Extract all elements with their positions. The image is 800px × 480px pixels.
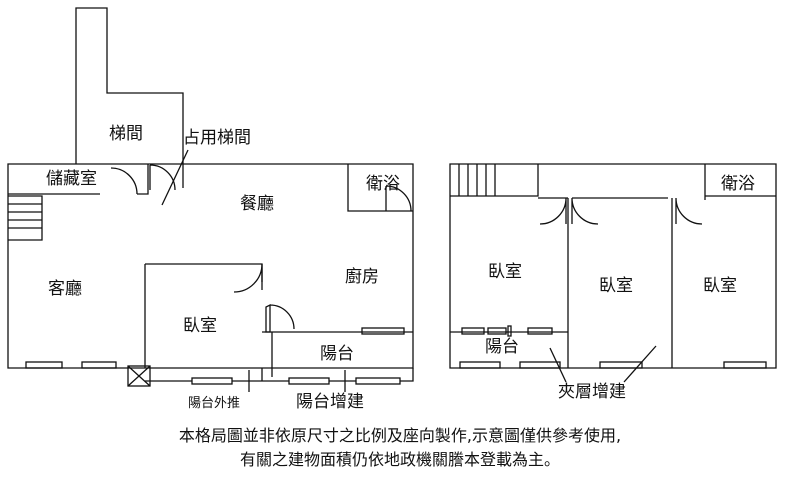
label-bedroom-left: 臥室 bbox=[183, 316, 217, 336]
stair-treads-left bbox=[8, 195, 43, 241]
storage-room-walls bbox=[8, 164, 149, 195]
bedroom-r3-door bbox=[675, 197, 703, 225]
bedroom-r1-partition bbox=[538, 197, 569, 368]
balcony-extension-lines bbox=[144, 362, 414, 382]
label-occupied-stairwell: 占用梯間 bbox=[183, 128, 251, 148]
windows-right bbox=[459, 325, 767, 369]
storage-door bbox=[110, 167, 138, 195]
label-stairwell: 梯間 bbox=[109, 124, 143, 144]
left-unit bbox=[7, 7, 414, 392]
leader-mezzanine-left bbox=[549, 347, 567, 383]
right-outer-walls bbox=[449, 163, 777, 369]
stair-treads-right bbox=[450, 164, 539, 197]
stairwell-walls bbox=[75, 7, 184, 188]
bedroom-left-door bbox=[233, 263, 263, 293]
disclaimer-line-2: 有關之建物面積仍依地政機關謄本登載為主。 bbox=[239, 450, 560, 469]
bath-left-door bbox=[385, 185, 412, 212]
label-bedroom-r3: 臥室 bbox=[703, 276, 737, 296]
bedroom-r1-door bbox=[539, 197, 567, 225]
label-bath-left: 衛浴 bbox=[366, 174, 400, 194]
bedroom-r2-partition bbox=[572, 197, 673, 368]
label-balcony-left: 陽台 bbox=[320, 344, 354, 364]
label-bedroom-r2: 臥室 bbox=[599, 276, 633, 296]
label-bath-right: 衛浴 bbox=[721, 174, 755, 194]
disclaimer-line-1: 本格局圖並非依原尺寸之比例及座向製作,示意圖僅供參考使用, bbox=[178, 426, 622, 445]
leader-occupied-stairwell bbox=[161, 149, 189, 206]
stair-door bbox=[149, 164, 176, 191]
leader-mezzanine-right bbox=[623, 345, 657, 383]
right-unit bbox=[449, 163, 777, 383]
label-balcony-right: 陽台 bbox=[485, 337, 519, 357]
bath-left-walls bbox=[347, 164, 413, 212]
pillar-box bbox=[127, 365, 151, 387]
label-kitchen: 廚房 bbox=[345, 267, 379, 287]
bedroom-kitchen-door bbox=[265, 303, 295, 333]
label-dining: 餐廳 bbox=[240, 194, 274, 214]
label-living: 客廳 bbox=[48, 279, 82, 299]
label-storage: 儲藏室 bbox=[46, 169, 97, 189]
label-balcony-push-out: 陽台外推 bbox=[188, 396, 241, 411]
label-mezzanine-addition: 夾層增建 bbox=[558, 382, 626, 402]
label-balcony-addition: 陽台增建 bbox=[296, 392, 364, 412]
bedroom-r2-door bbox=[571, 197, 599, 225]
label-bedroom-r1: 臥室 bbox=[488, 262, 522, 282]
bath-right-walls bbox=[704, 164, 776, 200]
